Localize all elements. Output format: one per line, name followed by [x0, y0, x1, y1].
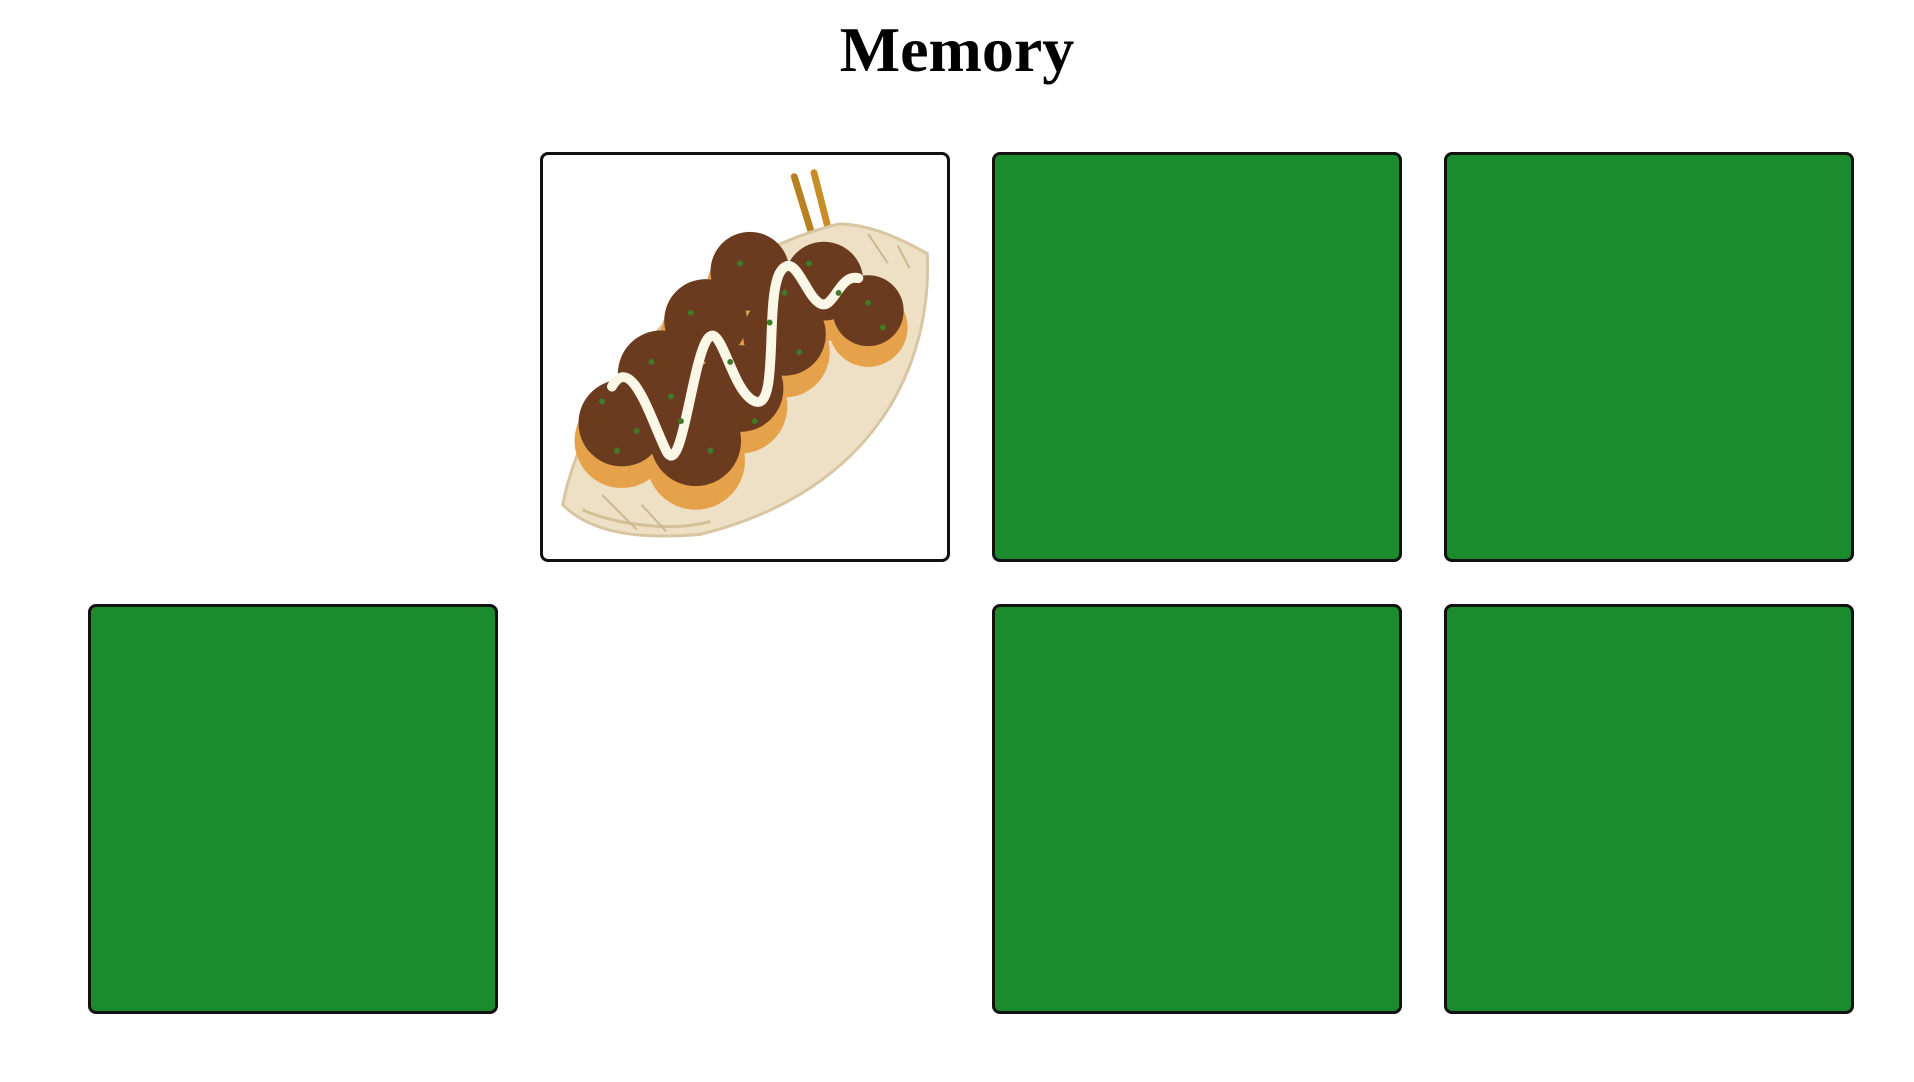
takoyaki-icon: [561, 169, 930, 538]
memory-card-8[interactable]: [1444, 604, 1854, 1014]
memory-card-1: [88, 152, 498, 562]
memory-card-3[interactable]: [992, 152, 1402, 562]
memory-card-5[interactable]: [88, 604, 498, 1014]
memory-card-4[interactable]: [1444, 152, 1854, 562]
memory-card-7[interactable]: [992, 604, 1402, 1014]
memory-card-6: [540, 604, 950, 1014]
memory-card-2[interactable]: [540, 152, 950, 562]
page-title: Memory: [839, 14, 1075, 85]
